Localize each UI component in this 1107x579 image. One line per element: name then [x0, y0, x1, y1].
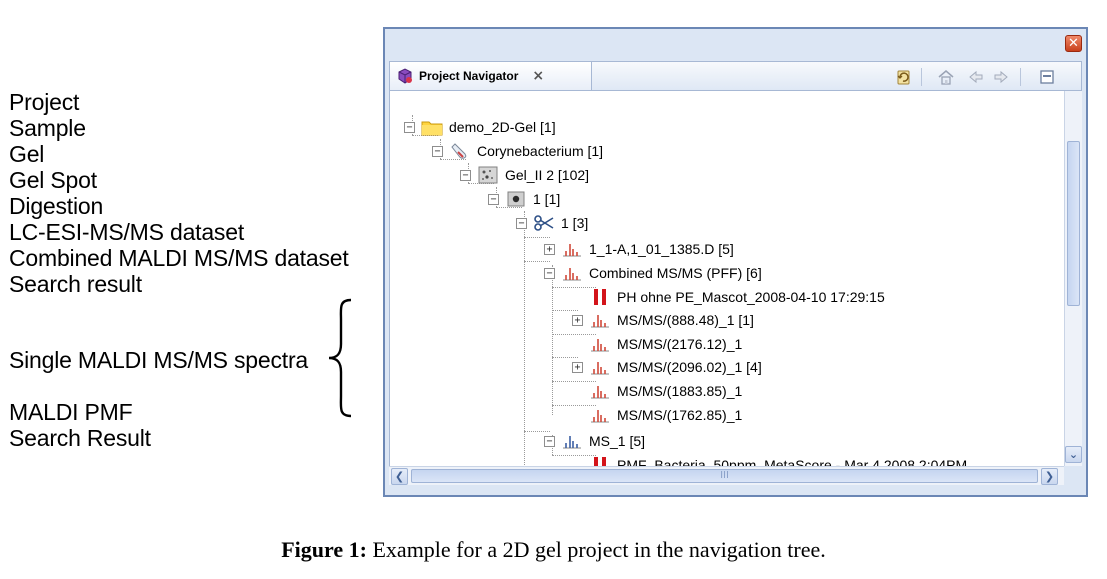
- tree-node[interactable]: +1_1-A,1_01_1385.D [5]: [544, 238, 734, 260]
- tree-node-label: 1_1-A,1_01_1385.D [5]: [589, 241, 734, 257]
- label-project: Project: [9, 89, 80, 115]
- gel-spot-icon: [505, 190, 527, 208]
- collapse-toggle[interactable]: −: [544, 435, 555, 447]
- label-search-result: Search result: [9, 271, 142, 297]
- tree-node[interactable]: − Corynebacterium [1]: [432, 140, 603, 162]
- horizontal-scroll-thumb[interactable]: III: [411, 469, 1038, 483]
- tab-label: Project Navigator: [419, 69, 519, 83]
- tree-node[interactable]: MS/MS/(1762.85)_1: [572, 404, 742, 426]
- tree-node-label: Combined MS/MS (PFF) [6]: [589, 265, 762, 281]
- figure-caption: Figure 1: Example for a 2D gel project i…: [0, 537, 1107, 563]
- scroll-left-button[interactable]: ❮: [391, 468, 408, 485]
- curly-brace-icon: [328, 298, 352, 418]
- scissors-icon: [533, 214, 555, 232]
- project-navigator-window: ✕ Project Navigator ×: [383, 27, 1088, 497]
- tree-node[interactable]: + MS/MS/(2096.02)_1 [4]: [572, 356, 762, 378]
- label-maldi-pmf: MALDI PMF: [9, 399, 133, 425]
- scroll-right-button[interactable]: ❯: [1041, 468, 1058, 485]
- home-button[interactable]: [935, 66, 957, 88]
- spectrum-red-icon: [561, 240, 583, 258]
- tree-node[interactable]: − MS_1 [5]: [544, 430, 645, 452]
- label-combined-maldi-dataset: Combined MALDI MS/MS dataset: [9, 245, 349, 271]
- scroll-down-button[interactable]: ⌄: [1065, 446, 1082, 463]
- tree-node[interactable]: − Combined MS/MS (PFF) [6]: [544, 262, 762, 284]
- spectrum-red-icon: [589, 335, 611, 353]
- collapse-toggle[interactable]: −: [432, 145, 443, 157]
- search-result-icon: [589, 288, 611, 306]
- collapse-toggle[interactable]: −: [544, 267, 555, 279]
- tree-node-label: MS/MS/(1762.85)_1: [617, 407, 743, 423]
- tree-node-label: PMF_Bacteria_50ppm_MetaScore - Mar 4 200…: [617, 457, 968, 466]
- label-pmf-search-result: Search Result: [9, 425, 151, 451]
- tab-close-icon[interactable]: ×: [532, 68, 545, 84]
- label-digestion: Digestion: [9, 193, 104, 219]
- spectrum-red-icon: [589, 311, 611, 329]
- collapse-toggle[interactable]: −: [460, 169, 471, 181]
- caption-label: Figure 1:: [281, 537, 367, 562]
- tree-node-label: 1 [3]: [561, 215, 589, 231]
- expand-toggle[interactable]: +: [572, 314, 583, 326]
- minimize-view-button[interactable]: [1036, 66, 1058, 88]
- label-gel: Gel: [9, 141, 45, 167]
- navigation-tree: −demo_2D-Gel [1]−Corynebacterium [1]−Gel…: [389, 91, 1064, 466]
- label-sample: Sample: [9, 115, 86, 141]
- back-button[interactable]: [965, 66, 987, 88]
- spectrum-red-icon: [589, 382, 611, 400]
- tree-node[interactable]: PMF_Bacteria_50ppm_MetaScore - Mar 4 200…: [572, 454, 967, 466]
- view-tab-bar: Project Navigator ×: [389, 61, 1082, 91]
- tree-node[interactable]: − 1 [3]: [516, 212, 588, 234]
- spectrum-red-icon: [589, 406, 611, 424]
- window-close-button[interactable]: ✕: [1065, 35, 1082, 52]
- caption-text: Example for a 2D gel project in the navi…: [366, 537, 826, 562]
- collapse-toggle[interactable]: −: [488, 193, 499, 205]
- home-icon: [938, 70, 954, 85]
- tree-node-label: MS/MS/(2096.02)_1 [4]: [617, 359, 762, 375]
- label-lc-esi-dataset: LC-ESI-MS/MS dataset: [9, 219, 245, 245]
- horizontal-scrollbar[interactable]: ❮ III ❯: [389, 466, 1064, 485]
- vertical-scroll-thumb[interactable]: [1067, 141, 1080, 306]
- folder-icon: [421, 118, 443, 136]
- tree-node[interactable]: PH ohne PE_Mascot_2008-04-10 17:29:15: [572, 286, 885, 308]
- gel-icon: [477, 166, 499, 184]
- label-gel-spot: Gel Spot: [9, 167, 97, 193]
- tree-node-label: 1 [1]: [533, 191, 561, 207]
- tab-project-navigator[interactable]: Project Navigator ×: [390, 62, 592, 90]
- vertical-scrollbar[interactable]: ⌄: [1064, 91, 1082, 466]
- arrow-left-icon: [969, 70, 983, 84]
- project-navigator-icon: [398, 68, 412, 84]
- tree-node[interactable]: MS/MS/(1883.85)_1: [572, 380, 742, 402]
- tree-node-label: MS_1 [5]: [589, 433, 646, 449]
- tree-node-label: MS/MS/(1883.85)_1: [617, 383, 743, 399]
- spectrum-red-icon: [589, 358, 611, 376]
- tree-node[interactable]: + MS/MS/(888.48)_1 [1]: [572, 309, 754, 331]
- arrow-right-icon: [994, 70, 1008, 84]
- expand-toggle[interactable]: +: [544, 243, 555, 255]
- search-result-icon: [589, 456, 611, 466]
- tree-node-label: Corynebacterium [1]: [477, 143, 604, 159]
- forward-button[interactable]: [990, 66, 1012, 88]
- spectrum-red-icon: [561, 264, 583, 282]
- test-tube-icon: [449, 142, 471, 160]
- tree-node-label: MS/MS/(2176.12)_1: [617, 336, 743, 352]
- expand-toggle[interactable]: +: [572, 361, 583, 373]
- tree-node-label: Gel_II 2 [102]: [505, 167, 590, 183]
- tree-node[interactable]: − 1 [1]: [488, 188, 560, 210]
- refresh-button[interactable]: [892, 66, 914, 88]
- tree-node-label: demo_2D-Gel [1]: [449, 119, 556, 135]
- collapse-toggle[interactable]: −: [516, 217, 527, 229]
- minimize-icon: [1040, 70, 1054, 84]
- tree-node-label: PH ohne PE_Mascot_2008-04-10 17:29:15: [617, 289, 885, 305]
- collapse-toggle[interactable]: −: [404, 121, 415, 133]
- tree-node[interactable]: − Gel_II 2 [102]: [460, 164, 589, 186]
- tree-node-label: MS/MS/(888.48)_1 [1]: [617, 312, 754, 328]
- spectrum-blue-icon: [561, 432, 583, 450]
- label-single-maldi-spectra: Single MALDI MS/MS spectra: [9, 347, 309, 373]
- refresh-icon: [897, 70, 910, 85]
- tree-node[interactable]: − demo_2D-Gel [1]: [404, 116, 556, 138]
- tree-node[interactable]: MS/MS/(2176.12)_1: [572, 333, 742, 355]
